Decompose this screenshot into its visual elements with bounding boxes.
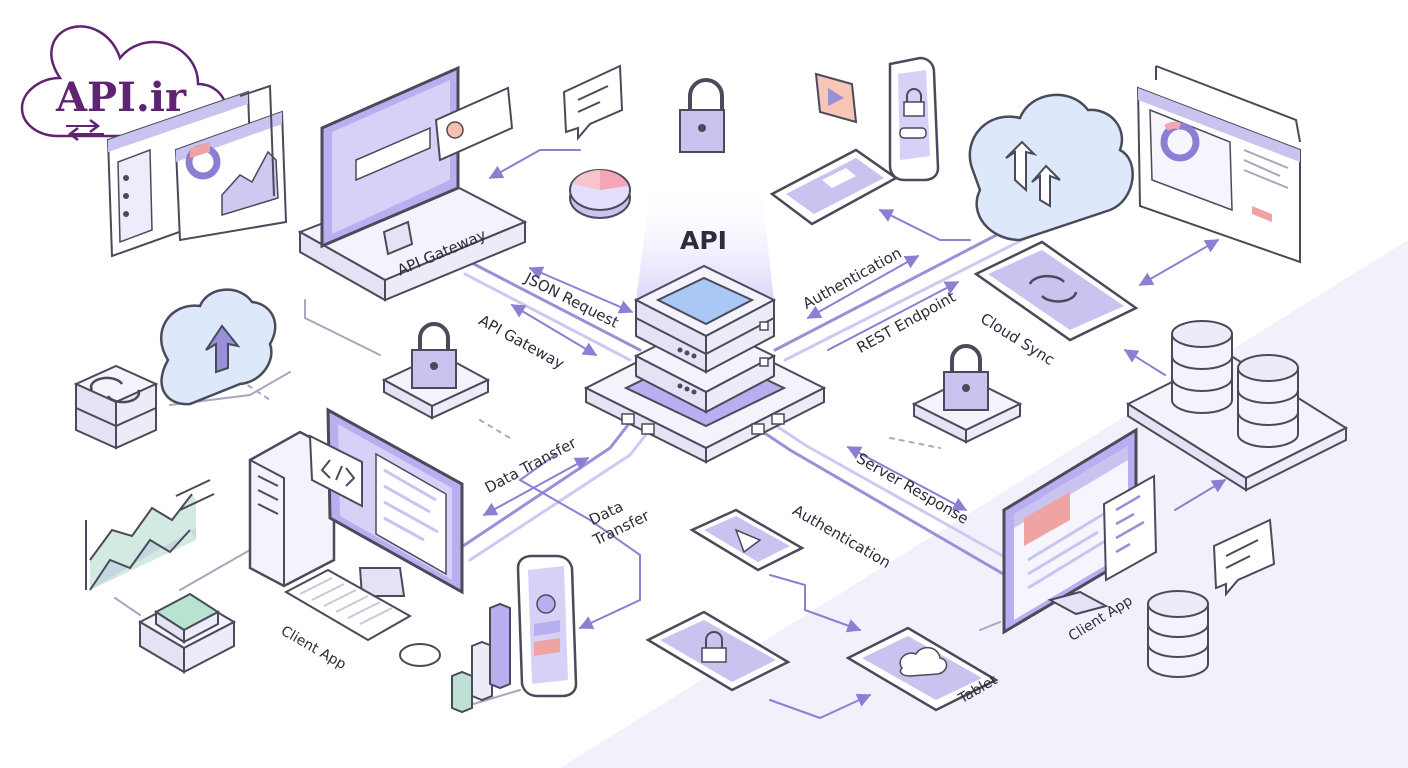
database-icon-1 — [1171, 320, 1233, 414]
api-hub — [583, 178, 827, 464]
phone-profile-bottom — [516, 554, 578, 698]
arrow-rest-endpoint — [827, 281, 960, 351]
arrow-client-right — [1174, 479, 1227, 511]
arrow-api-gateway — [510, 304, 598, 356]
arrow-mobile — [518, 454, 641, 630]
monitor-client-right — [1002, 427, 1158, 635]
sync-block-left — [73, 364, 159, 450]
database-platform-right — [1125, 320, 1349, 492]
arrow-authentication-top — [806, 255, 920, 319]
arrow-phone — [878, 209, 971, 241]
padlock-mid-left — [381, 322, 491, 420]
video-tablet-bottom — [689, 508, 805, 572]
cloud-top-right — [968, 93, 1134, 242]
rail-right-bottom-2 — [773, 423, 1012, 562]
padlock-mid-right — [911, 344, 1023, 444]
rail-right-bottom — [758, 428, 1007, 577]
area-chart-left — [85, 479, 215, 591]
arrow-data-transfer — [482, 457, 590, 516]
api-hub-title: API — [680, 226, 727, 255]
keyboard — [283, 568, 413, 642]
tablet-tilted-top — [769, 148, 899, 226]
brand-name: API.ir — [56, 74, 187, 121]
dashboard-panels-left — [106, 84, 288, 258]
cloud-upload-left — [160, 288, 277, 406]
small-server-bottom-left — [137, 592, 237, 674]
mouse — [399, 643, 441, 667]
chat-bubble-top — [562, 64, 624, 141]
phone-top — [888, 56, 940, 182]
arrow-chat — [488, 149, 581, 179]
monitor-api-gateway — [297, 65, 528, 302]
tablet-cloud-sync — [973, 240, 1139, 342]
cloud-tablet-bottom — [845, 626, 999, 712]
arrow-tablet-bottom — [769, 693, 872, 720]
arrow-cloud-sync — [1138, 239, 1220, 286]
database-icon-bottom-right — [1147, 590, 1209, 678]
desktop-computer-left — [248, 407, 464, 597]
database-icon-2 — [1237, 354, 1299, 448]
rail-left-bottom-2 — [468, 430, 650, 562]
bar-chart-bottom — [451, 602, 511, 714]
lock-tablet-bottom — [645, 610, 791, 692]
dashboard-top-right — [1136, 65, 1301, 264]
arrow-tablet — [769, 574, 862, 633]
padlock-top — [679, 78, 725, 153]
pie-disc — [569, 169, 631, 219]
brand-logo — [20, 25, 228, 141]
arrow-storage — [1123, 349, 1166, 376]
arrow-server-response — [846, 446, 968, 511]
play-tile-top — [814, 72, 858, 124]
arrow-json-request — [528, 266, 634, 314]
chat-bubble-bottom-right — [1212, 518, 1276, 597]
